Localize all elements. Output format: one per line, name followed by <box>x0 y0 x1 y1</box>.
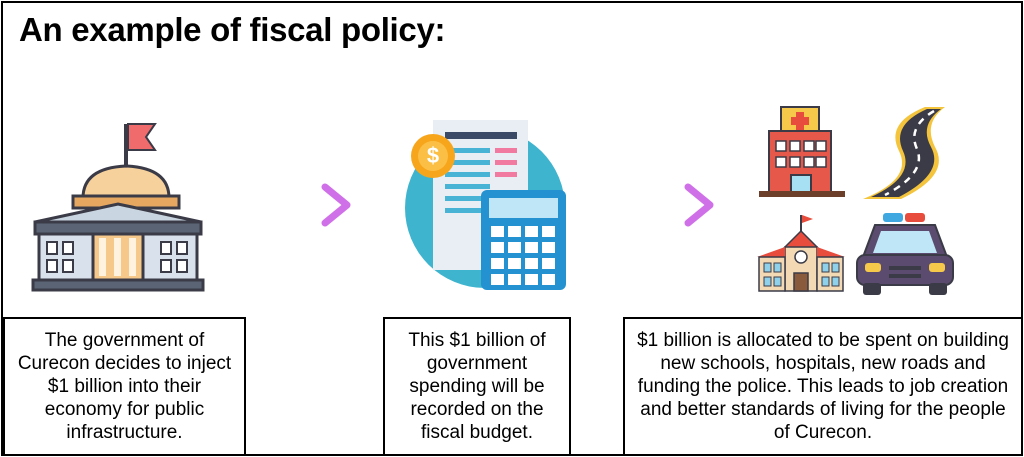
budget-calculator-icon: $ <box>405 120 566 290</box>
government-building-icon <box>31 123 205 292</box>
road-icon <box>863 107 945 199</box>
arrow-right-icon <box>245 183 351 227</box>
page-title: An example of fiscal policy: <box>19 11 446 48</box>
step-1-caption: The government of Curecon decides to inj… <box>3 317 246 456</box>
police-car-icon <box>856 213 954 295</box>
arrow-right-icon <box>608 183 714 227</box>
svg-text:$: $ <box>427 143 439 168</box>
step-3-caption: $1 billion is allocated to be spent on b… <box>623 317 1023 456</box>
hospital-icon <box>759 106 845 197</box>
step-2-caption: This $1 billion of government spending w… <box>383 317 571 456</box>
school-icon <box>757 215 845 292</box>
